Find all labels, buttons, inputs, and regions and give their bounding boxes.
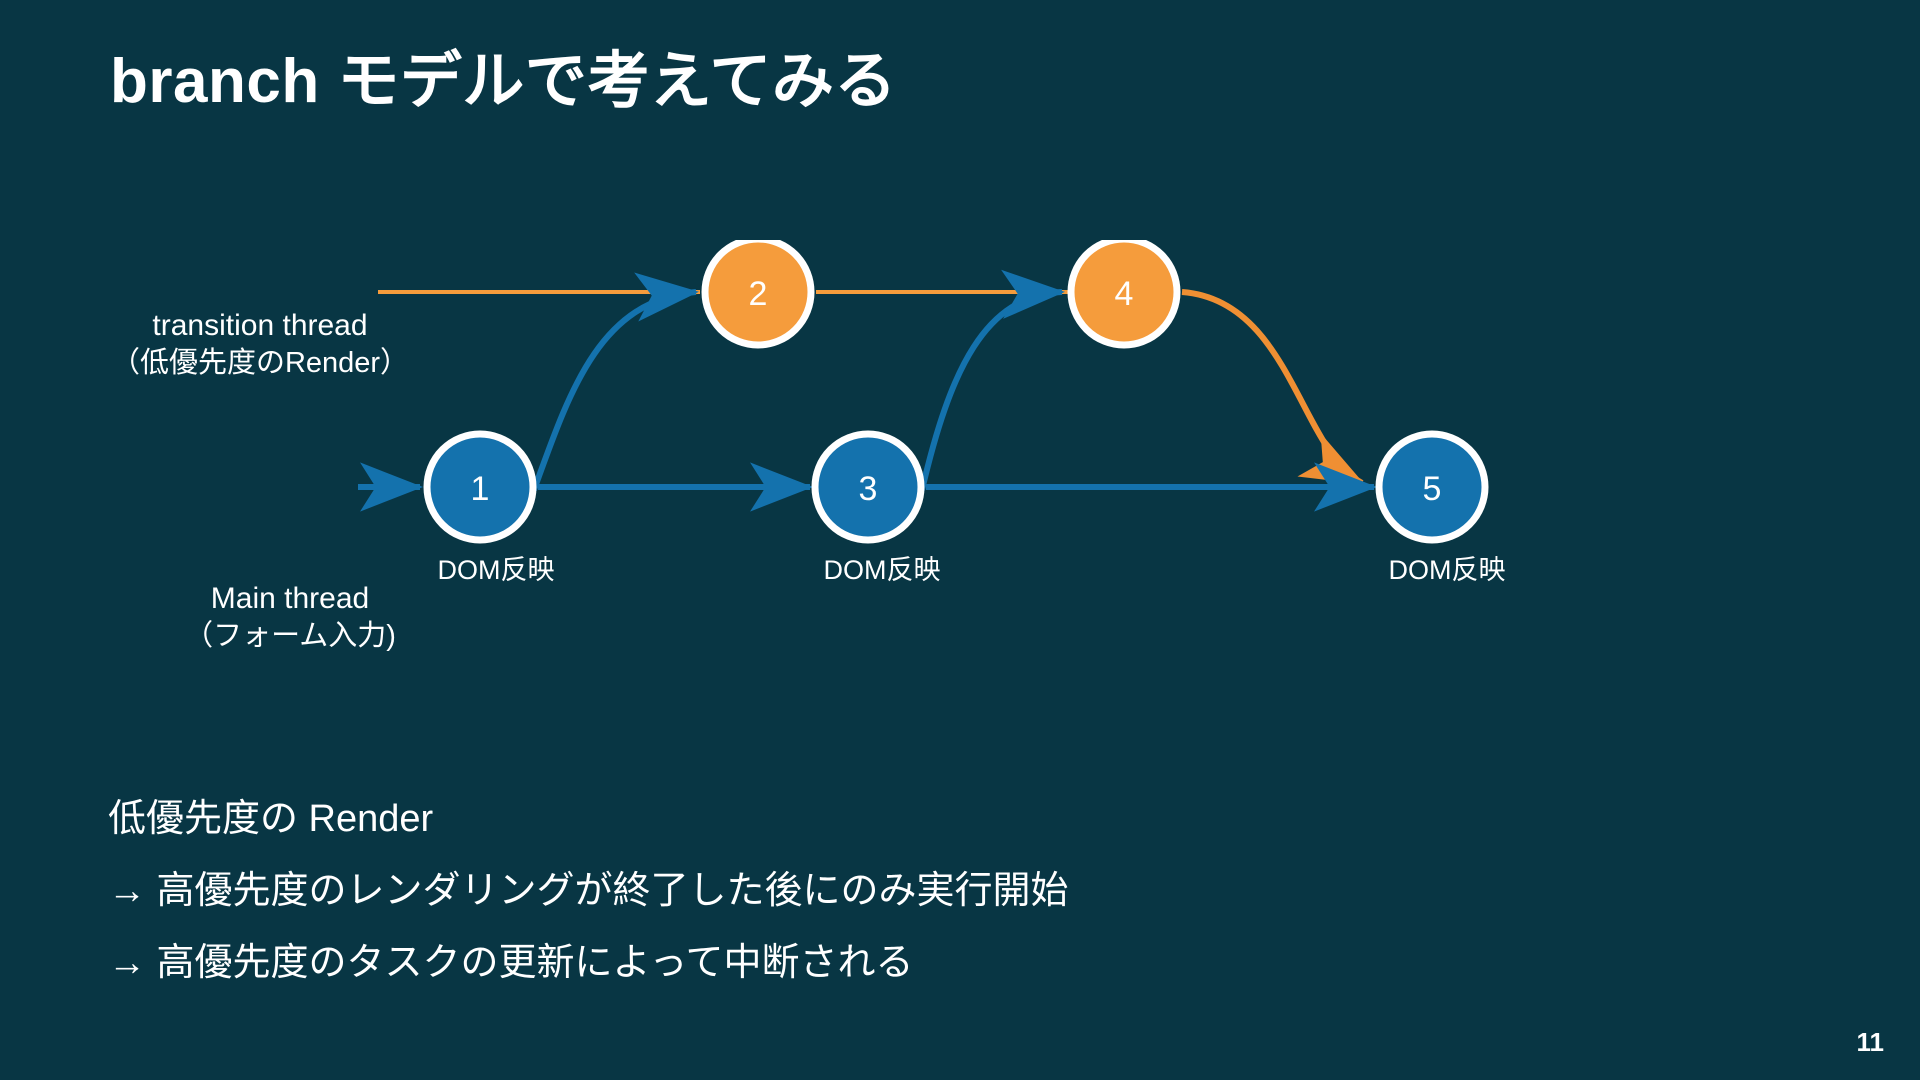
lane-transition-subtitle: （低優先度のRender）	[110, 346, 410, 379]
body-line-1: 低優先度の Render	[108, 798, 434, 840]
edge-node1-to-node2	[531, 272, 699, 492]
lane-transition-title: transition thread	[152, 309, 368, 342]
lane-main-title: Main thread	[210, 582, 370, 615]
node-2[interactable]: 2	[701, 240, 815, 349]
node-1[interactable]: 1	[423, 430, 537, 544]
page-number: 11	[1856, 1027, 1885, 1057]
edge-node3-to-node4	[919, 269, 1065, 491]
dom-label-node-1: DOM反映	[437, 555, 555, 585]
node-3[interactable]: 3	[811, 430, 925, 544]
node-3-label: 3	[859, 470, 878, 508]
lane-main-subtitle: （フォーム入力)	[184, 619, 396, 652]
lane-label-transition-thread: transition thread （低優先度のRender）	[60, 307, 460, 381]
node-1-label: 1	[471, 470, 490, 508]
node-5-label: 5	[1423, 470, 1442, 508]
dom-label-node-5: DOM反映	[1388, 555, 1506, 585]
branch-model-diagram: 1 2 3 4 5	[0, 240, 1920, 720]
node-2-label: 2	[749, 275, 768, 313]
body-line-2: → 高優先度のレンダリングが終了した後にのみ実行開始	[108, 870, 1069, 912]
node-4-label: 4	[1115, 275, 1134, 313]
lane-label-main-thread: Main thread （フォーム入力)	[120, 580, 460, 654]
diagram-svg: 1 2 3 4 5	[358, 240, 1489, 544]
body-text-block: 低優先度の Render → 高優先度のレンダリングが終了した後にのみ実行開始 …	[108, 800, 1608, 982]
node-5[interactable]: 5	[1375, 430, 1489, 544]
body-line-3: → 高優先度のタスクの更新によって中断される	[108, 942, 914, 984]
node-4[interactable]: 4	[1067, 240, 1181, 349]
page-title: branch モデルで考えてみる	[110, 47, 897, 116]
edge-node4-to-node5	[1181, 289, 1365, 486]
dom-label-node-3: DOM反映	[823, 555, 941, 585]
